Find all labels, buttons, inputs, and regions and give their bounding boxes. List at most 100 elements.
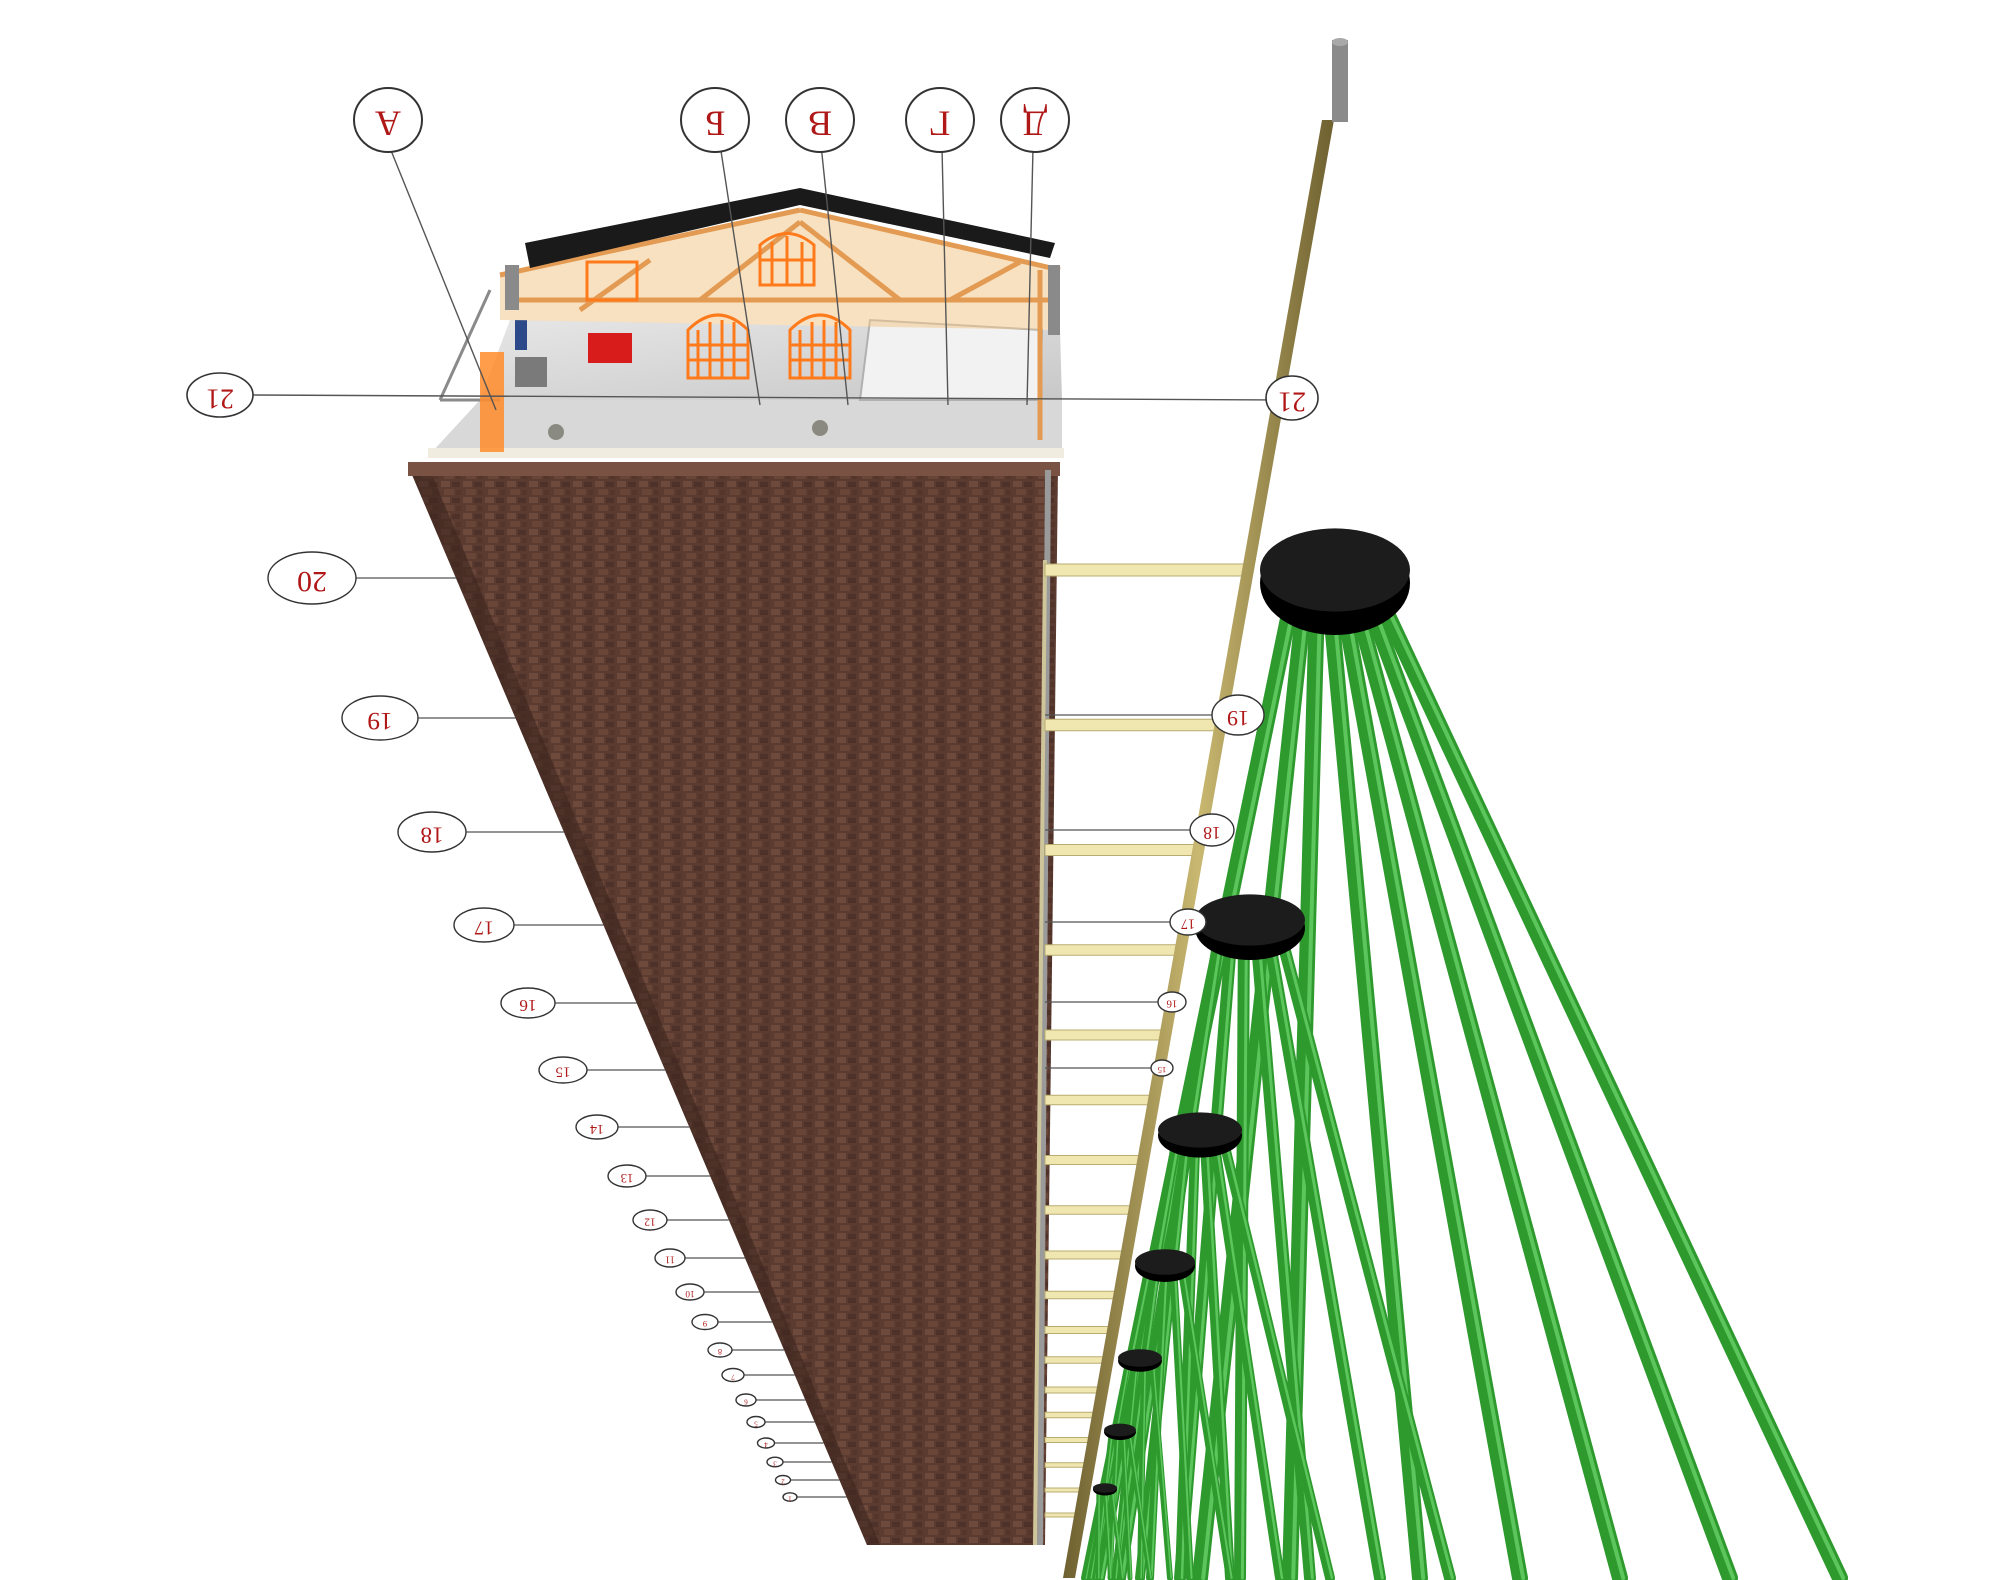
roof-vent	[505, 265, 519, 310]
tower-shaft	[408, 462, 1060, 1546]
pile-highlight	[1365, 588, 1736, 1580]
level-tag-label: 9	[703, 1319, 707, 1329]
pile	[1274, 926, 1456, 1580]
level-tag-label: 11	[665, 1254, 675, 1265]
level-tag-label: 10	[685, 1289, 695, 1299]
level-tag: 16	[1045, 991, 1187, 1013]
pile-highlight	[1115, 1267, 1160, 1579]
ladder-rail	[1033, 559, 1047, 1546]
roof-vent	[1048, 265, 1060, 335]
level-tag-oval	[782, 1492, 798, 1502]
level-tag-label: 16	[1166, 997, 1178, 1009]
level-tag: 17	[1045, 908, 1207, 936]
pile-cap	[1135, 1249, 1195, 1275]
axis-tag-v: В	[785, 87, 855, 153]
pile-highlight	[1353, 588, 1626, 1580]
level-tag-oval	[453, 907, 515, 943]
level-tag: 2	[774, 1474, 840, 1486]
railing	[438, 289, 492, 401]
cage-frame	[788, 313, 852, 380]
pile-cap	[1260, 528, 1410, 612]
pile-highlight	[1140, 1361, 1146, 1579]
pile	[1169, 1264, 1194, 1580]
pile	[1356, 582, 1738, 1580]
level-tag: 19	[1045, 694, 1265, 736]
level-tag-label: 8	[718, 1347, 722, 1356]
roof-structure	[499, 188, 1061, 440]
tower-cornice	[408, 462, 1060, 476]
ladder-rung	[1044, 1250, 1127, 1260]
pile-group	[1093, 1483, 1124, 1580]
pile	[1199, 1133, 1235, 1580]
level-tag-oval	[1169, 908, 1207, 936]
floor-drain	[548, 424, 564, 440]
ladder-rung	[1044, 1411, 1099, 1419]
level-tag-label: 17	[1181, 916, 1195, 932]
level-tag-label: 17	[474, 917, 494, 938]
axis-tags: A Б В Г Д	[353, 87, 1070, 153]
level-tag-top-left: 21	[186, 372, 254, 418]
ladder-rung	[1044, 1437, 1095, 1443]
ladder-rung	[1044, 1462, 1090, 1468]
level-tag-label: 1	[788, 1494, 792, 1502]
ladder-rung	[1044, 718, 1222, 732]
level-tag-label: 2	[781, 1477, 785, 1485]
axis-tag-g: Г	[905, 87, 975, 153]
pile	[1149, 1359, 1173, 1580]
level-tag-oval	[575, 1114, 619, 1140]
level-tag-label: 19	[1227, 706, 1249, 731]
level-tag-label: 21	[1278, 386, 1306, 417]
pile-cap	[1093, 1483, 1117, 1493]
level-tag: 6	[735, 1393, 806, 1407]
level-tag-oval	[766, 1456, 784, 1468]
level-tag: 12	[632, 1209, 729, 1231]
pile-highlight	[1269, 931, 1384, 1580]
axis-tag-label: Б	[705, 104, 726, 144]
pile	[1109, 1488, 1124, 1580]
level-tag-label: 3	[773, 1459, 777, 1467]
ladder-rung	[1044, 1290, 1120, 1300]
floor-drain	[812, 420, 828, 436]
pile-highlight	[1223, 1137, 1334, 1580]
pile-cap	[1118, 1349, 1162, 1367]
level-tag-oval	[397, 811, 467, 853]
level-tag-label: 21	[206, 383, 234, 414]
axis-tag-d: Д	[1000, 87, 1070, 153]
level-tag-oval	[267, 551, 357, 605]
level-tag-label: 19	[367, 707, 392, 735]
floor-slab	[432, 400, 1062, 452]
level-tag: 5	[746, 1415, 815, 1429]
red-equipment	[588, 333, 632, 363]
level-tag: 1	[782, 1492, 847, 1502]
level-tag: 10	[675, 1283, 760, 1301]
level-tag-oval	[1211, 694, 1265, 736]
level-tag: 11	[654, 1248, 745, 1268]
pile-highlight	[1342, 588, 1526, 1580]
level-tag-oval	[735, 1393, 757, 1407]
ladder-rung	[1044, 1386, 1103, 1394]
pile	[1332, 582, 1528, 1580]
orange-rail	[480, 352, 504, 452]
pile-cap	[1104, 1423, 1136, 1437]
roof-black	[525, 188, 1055, 268]
level-tag: 9	[691, 1313, 773, 1331]
pile-highlight	[1377, 588, 1846, 1580]
level-tag-oval	[707, 1342, 733, 1358]
level-tag-oval	[607, 1164, 647, 1188]
level-tag: 7	[721, 1367, 795, 1383]
level-tag-oval	[774, 1474, 792, 1486]
pile-highlight	[1182, 1267, 1233, 1579]
level-tag: 20	[267, 551, 456, 605]
floor-edge	[428, 448, 1064, 458]
level-tag: 4	[756, 1437, 824, 1449]
level-tag-oval	[675, 1283, 705, 1301]
ladder-rung	[1044, 1356, 1109, 1364]
level-tag-oval	[654, 1248, 686, 1268]
pile-highlight	[1152, 1361, 1172, 1579]
level-tag: 19	[341, 695, 516, 741]
pile	[1126, 1430, 1153, 1580]
cage-frame	[686, 313, 750, 380]
level-tag-label: 15	[1157, 1065, 1166, 1075]
ladder-rung	[1044, 1155, 1144, 1165]
